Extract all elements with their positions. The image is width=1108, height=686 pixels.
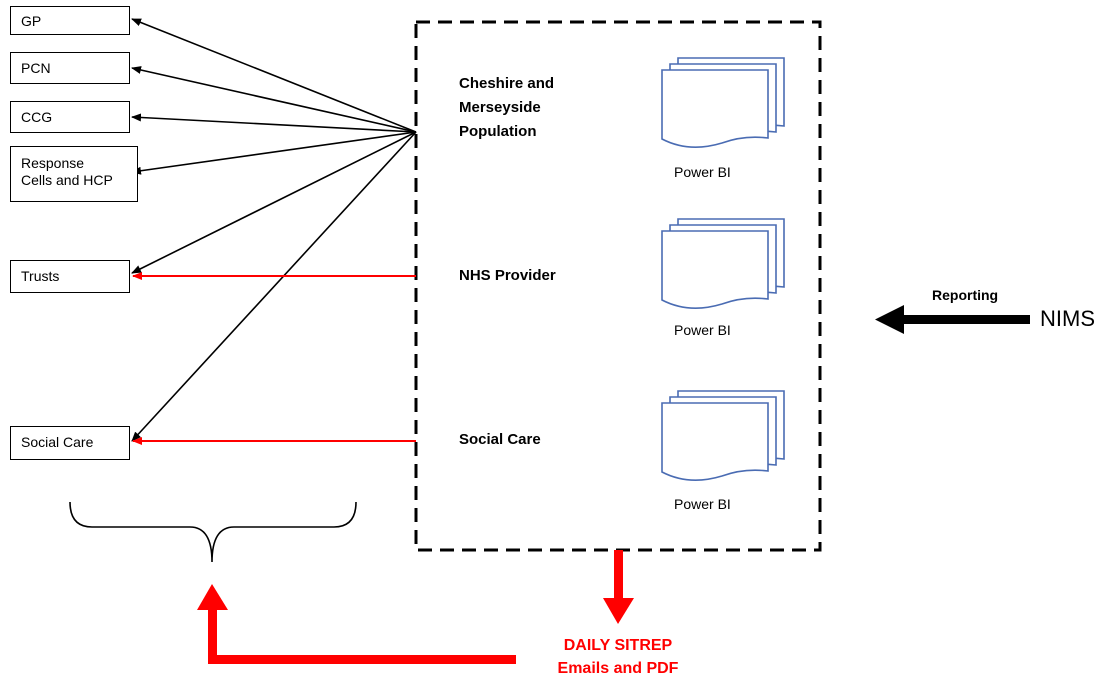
target-label: CCG: [21, 109, 53, 125]
arrow-to-social-care: [131, 131, 417, 442]
power-bi-label: Power BI: [674, 164, 731, 180]
power-bi-doc-icon: [661, 390, 785, 481]
target-box-trusts: Trusts: [10, 260, 130, 293]
power-bi-doc-icon: [661, 57, 785, 148]
nims-label: NIMS: [1040, 306, 1095, 331]
power-bi-doc-icon: [661, 218, 785, 309]
targets-brace: [69, 501, 357, 563]
arrow-to-ccg: [131, 113, 417, 133]
target-label: PCN: [21, 60, 51, 76]
daily-sitrep-label: DAILY SITREP Emails and PDF: [518, 634, 718, 680]
section-label-population: Cheshire and Merseyside Population: [459, 75, 555, 140]
target-box-gp: GP: [10, 6, 130, 35]
power-bi-label: Power BI: [674, 322, 731, 338]
reporting-label: Reporting: [932, 287, 999, 303]
arrow-to-pcn: [131, 66, 417, 133]
target-label: Social Care: [21, 434, 94, 450]
target-label: Response Cells and HCP: [21, 155, 113, 188]
target-box-pcn: PCN: [10, 52, 130, 84]
daily-sitrep-subtitle: Emails and PDF: [557, 660, 679, 677]
arrow-to-gp: [131, 18, 417, 133]
arrow-to-response-cells: [131, 131, 417, 175]
feedback-arrow: [197, 584, 516, 664]
arrow-to-trusts: [131, 131, 417, 274]
target-label: Trusts: [21, 268, 60, 284]
daily-sitrep-title: DAILY SITREP: [563, 637, 673, 654]
population-arrows: [131, 18, 417, 442]
section-label-nhs-provider: NHS Provider: [459, 267, 556, 284]
target-box-social-care: Social Care: [10, 426, 130, 460]
target-box-response-cells: Response Cells and HCP: [10, 146, 138, 202]
section-label-social-care: Social Care: [459, 431, 541, 448]
power-bi-label: Power BI: [674, 496, 731, 512]
output-arrow: [603, 550, 634, 624]
target-box-ccg: CCG: [10, 101, 130, 133]
target-label: GP: [21, 13, 42, 29]
nims-arrow: [875, 305, 1030, 334]
